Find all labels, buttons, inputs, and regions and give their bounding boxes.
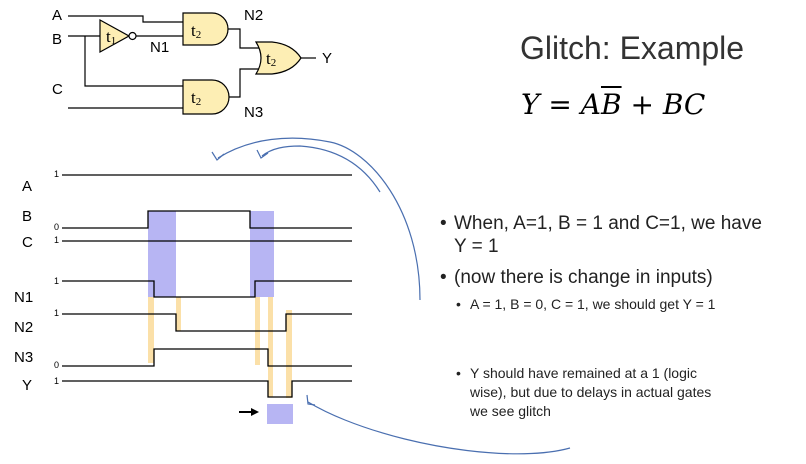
input-label-c: C (52, 81, 63, 98)
glitch-delay-arrow (239, 408, 259, 416)
node-label-n2: N2 (244, 7, 263, 24)
bullet-glitch-explanation: Y should have remained at a 1 (logic wis… (440, 364, 806, 421)
and-bottom-delay-label: t2 (191, 88, 201, 108)
callout-arrow-to-a-top (217, 137, 421, 301)
and-gate-top (182, 12, 229, 46)
node-label-n3: N3 (244, 104, 263, 121)
bullet-expected-output: A = 1, B = 0, C = 1, we should get Y = 1 (440, 295, 806, 314)
level-y: 1 (54, 376, 59, 386)
or-delay-label: t2 (266, 49, 276, 69)
timing-diagram: A B C N1 N2 N3 Y 1 0 1 1 1 0 1 (14, 169, 352, 424)
timing-label-n3: N3 (14, 349, 33, 366)
inverter-bubble (128, 31, 137, 41)
waveform-b (62, 210, 352, 229)
equation-equals: = (539, 88, 581, 121)
node-label-n1: N1 (150, 39, 169, 56)
callout-arrow-to-a-mid (261, 145, 381, 193)
equation-term1-bbar: B (600, 88, 622, 121)
n3-delay-highlight (268, 297, 273, 397)
boolean-equation: Y = AB + BC (521, 88, 705, 121)
timing-label-c: C (22, 234, 33, 251)
n2-delay-highlight-1 (176, 297, 181, 331)
equation-term2: BC (662, 88, 706, 121)
equation-lhs: Y (521, 88, 540, 121)
waveform-n1 (62, 280, 352, 298)
wire-n2 (228, 28, 260, 49)
callout-arrows (211, 137, 571, 455)
callout-arrow-to-glitch (307, 401, 571, 455)
or-gate (254, 41, 302, 75)
waveform-y (62, 380, 352, 398)
and-top-delay-label: t2 (191, 21, 201, 41)
level-n1: 1 (54, 276, 59, 286)
inverter-delay-label: t1 (106, 27, 116, 47)
timing-label-y: Y (22, 377, 32, 394)
level-b: 0 (54, 222, 59, 232)
timing-label-n2: N2 (14, 319, 33, 336)
equation-plus: + (621, 88, 663, 121)
level-c: 1 (54, 235, 59, 245)
equation-term1-a: A (580, 88, 601, 121)
level-a: 1 (54, 169, 59, 179)
timing-label-a: A (22, 178, 32, 195)
waveform-n3 (62, 348, 352, 367)
wire-b-branch (84, 36, 183, 87)
level-n2: 1 (54, 308, 59, 318)
slide-title: Glitch: Example (520, 30, 745, 66)
wire-a (68, 15, 183, 23)
output-label-y: Y (322, 50, 332, 67)
waveform-n2 (62, 313, 352, 332)
inverter-gate (99, 18, 131, 54)
input-label-b: B (52, 31, 62, 48)
b-rise-highlight (148, 211, 176, 297)
input-label-a: A (52, 7, 62, 24)
n2-delay-highlight-2 (286, 310, 292, 398)
bullet-list: When, A=1, B = 1 and C=1, we have Y = 1 … (440, 212, 806, 421)
timing-label-n1: N1 (14, 289, 33, 306)
bullet-when-inputs: When, A=1, B = 1 and C=1, we have Y = 1 (440, 212, 806, 258)
timing-label-b: B (22, 208, 32, 225)
wire-n3 (228, 68, 260, 98)
n1-delay-highlight-1 (148, 297, 154, 363)
and-gate-bottom (182, 79, 230, 115)
logic-circuit: A B C t1 t2 t2 t2 N2 N1 N3 Y (52, 7, 332, 121)
level-n3: 0 (54, 360, 59, 370)
glitch-width-highlight (267, 404, 293, 424)
bullet-change-in-inputs: (now there is change in inputs) (440, 266, 806, 289)
b-fall-highlight (250, 211, 274, 297)
